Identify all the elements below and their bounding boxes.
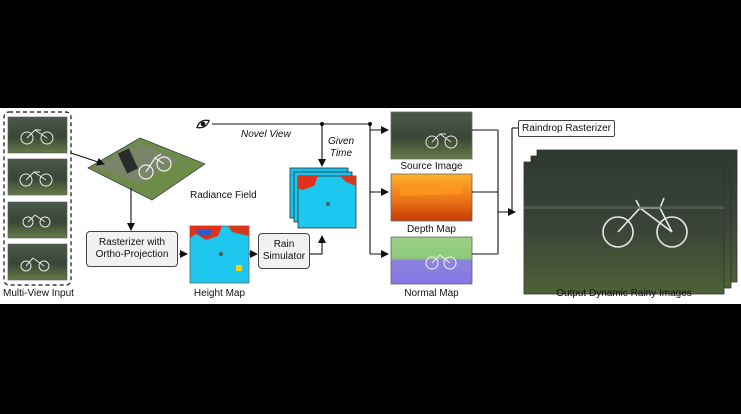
- label-normal-map: Normal Map: [404, 288, 459, 299]
- diagram-graphics: [3, 111, 738, 295]
- rasterizer-line2: Ortho-Projection: [95, 249, 169, 260]
- radiance-field-graphic: [87, 137, 206, 201]
- height-map-image: [189, 225, 250, 284]
- multi-view-frame: [3, 111, 72, 286]
- arrow-input-to-field: [70, 152, 105, 166]
- label-depth-map: Depth Map: [407, 224, 456, 235]
- label-given-time-1: Given: [327, 136, 355, 147]
- multi-view-thumbnails: [7, 116, 68, 281]
- normal-map-image: [390, 236, 473, 285]
- rain-sim-line1: Rain: [273, 239, 295, 250]
- raindrop-rasterizer-box: Raindrop Rasterizer: [518, 120, 615, 137]
- source-image: [390, 111, 473, 160]
- label-multi-view-input: Multi-View Input: [3, 288, 74, 299]
- rasterizer-box: Rasterizer with Ortho-Projection: [86, 231, 178, 267]
- depth-map-image: [390, 173, 473, 222]
- eye-icon: [196, 119, 210, 129]
- label-output: Output Dynamic Rainy Images: [556, 288, 692, 299]
- rain-sim-line2: Simulator: [262, 251, 306, 262]
- label-novel-view: Novel View: [241, 129, 291, 140]
- label-given-time-2: Time: [329, 148, 353, 159]
- rasterizer-line1: Rasterizer with: [98, 237, 166, 248]
- label-radiance-field: Radiance Field: [190, 190, 257, 201]
- rain-simulator-box: Rain Simulator: [258, 233, 310, 269]
- rain-frame-stack: [289, 167, 357, 229]
- label-source-image: Source Image: [400, 161, 463, 172]
- pipeline-diagram: Multi-View Input Radiance Field Novel Vi…: [0, 108, 741, 304]
- label-height-map: Height Map: [193, 288, 246, 299]
- output-image-stack: [523, 149, 738, 295]
